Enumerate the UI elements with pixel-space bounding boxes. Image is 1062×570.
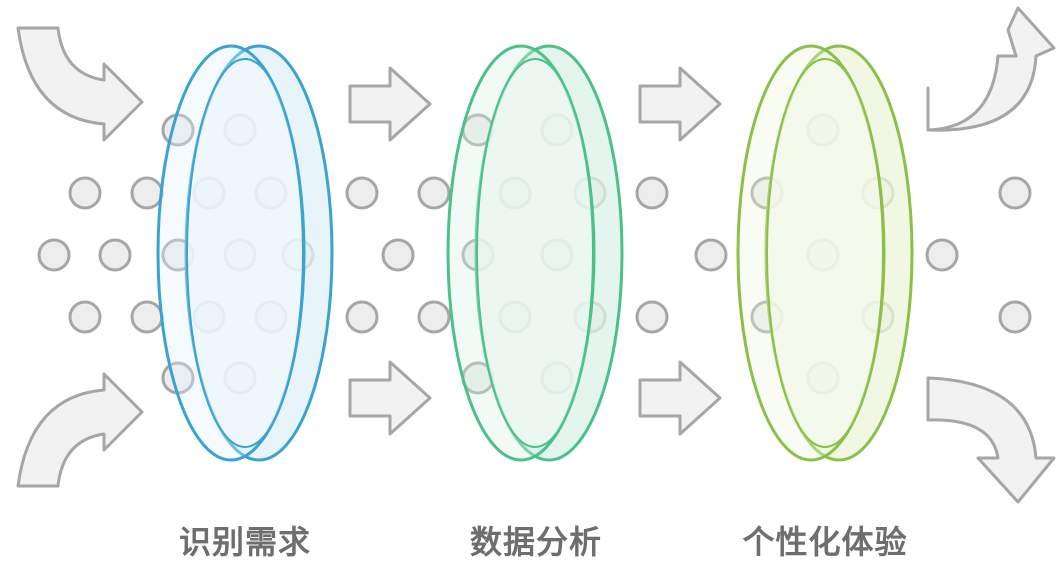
input-arrows (16, 26, 144, 488)
circle-dot-icon (68, 176, 102, 210)
circle-dot-icon (998, 300, 1032, 334)
circle-dot-icon (37, 238, 71, 272)
lens-ring-icon (446, 44, 624, 462)
output-arrow-bottom-icon (926, 376, 1056, 504)
circle-dot-icon (998, 176, 1032, 210)
input-arrow-bottom-icon (16, 372, 144, 488)
right-arrow-icon (638, 360, 722, 436)
right-arrow-icon (348, 66, 432, 142)
right-arrow-icon (638, 66, 722, 142)
stage-arrows (348, 66, 722, 436)
input-arrow-top-icon (16, 26, 144, 142)
lens-ring-icon (736, 44, 914, 462)
stage-label-personalize: 个性化体验 (742, 523, 908, 561)
circle-dot-icon (345, 176, 379, 210)
circle-dot-icon (130, 176, 164, 210)
circle-dot-icon (98, 238, 132, 272)
output-arrows (926, 6, 1056, 504)
right-arrow-icon (348, 360, 432, 436)
circle-dot-icon (417, 300, 451, 334)
lens-rings (156, 44, 914, 462)
circle-dot-icon (635, 300, 669, 334)
circle-dot-icon (381, 238, 415, 272)
circle-dot-icon (694, 238, 728, 272)
stage-label-analyze: 数据分析 (469, 523, 602, 561)
circle-dot-icon (635, 176, 669, 210)
circle-dot-icon (345, 300, 379, 334)
lens-ring-icon (156, 44, 334, 462)
circle-dot-icon (417, 176, 451, 210)
circle-dot-icon (68, 300, 102, 334)
circle-dot-icon (925, 238, 959, 272)
stage-label-identify: 识别需求 (178, 523, 311, 561)
output-arrow-top-icon (926, 6, 1056, 132)
circle-dot-icon (130, 300, 164, 334)
